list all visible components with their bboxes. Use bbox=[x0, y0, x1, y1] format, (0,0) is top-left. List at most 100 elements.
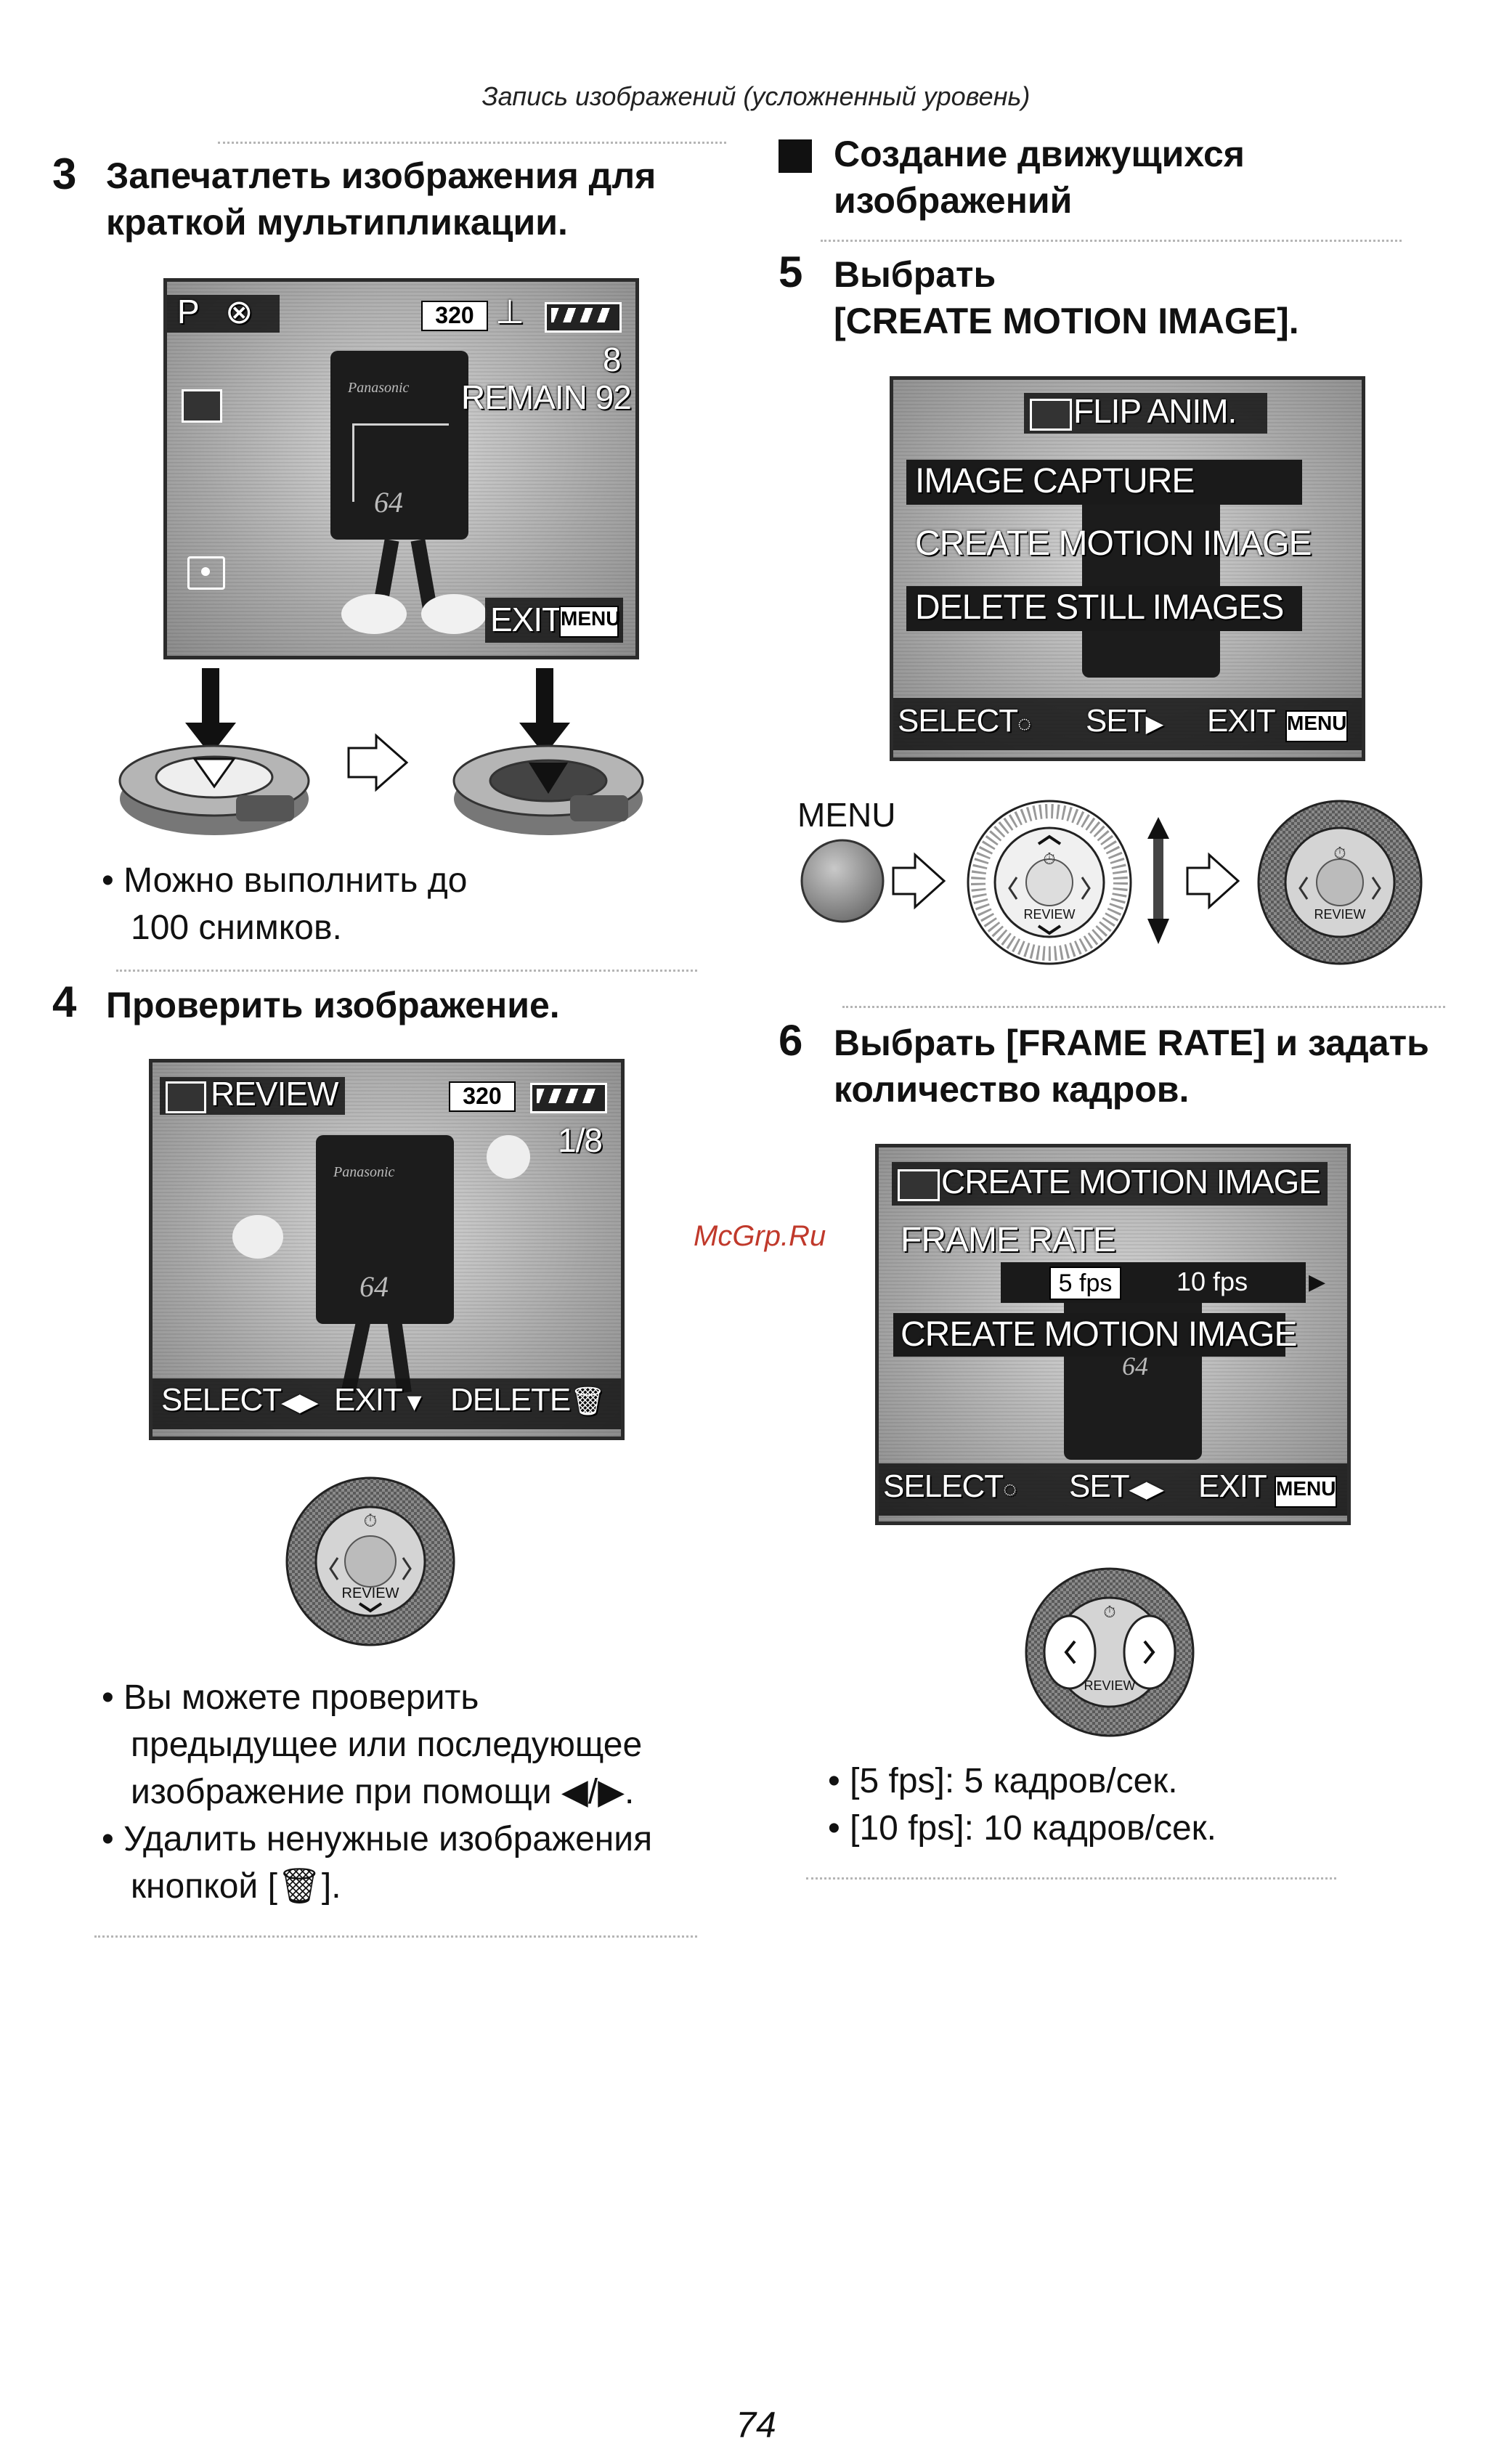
exit-label: EXIT bbox=[1198, 1468, 1267, 1504]
camera-screen-create-motion-image: 64 CREATE MOTION IMAGE FRAME RATE 5 fps … bbox=[875, 1144, 1351, 1525]
flip-anim-icon bbox=[898, 1169, 940, 1201]
arrow-right-icon bbox=[892, 852, 946, 910]
fps-option-10[interactable]: 10 fps bbox=[1176, 1267, 1248, 1296]
step-3-number: 3 bbox=[52, 150, 77, 198]
step-6-title-line1: Выбрать [FRAME RATE] и задать bbox=[834, 1023, 1429, 1063]
svg-text:REVIEW: REVIEW bbox=[1084, 1678, 1135, 1693]
right-arrow-icon: ▶ bbox=[1309, 1270, 1326, 1294]
resolution-badge: 320 bbox=[449, 1081, 516, 1112]
step-3-title-line1: Запечатлеть изображения для bbox=[106, 155, 657, 196]
step-6-number: 6 bbox=[779, 1016, 803, 1065]
section-marker bbox=[779, 139, 812, 173]
camera-screen-capture: Panasonic 64 P ⊗ 320 ⊥ 8 REMAIN 92 EXIT … bbox=[163, 278, 639, 659]
arrow-right-icon bbox=[1186, 852, 1240, 910]
right-bottom-divider bbox=[806, 1877, 1336, 1880]
control-dial-up: ⏱ REVIEW bbox=[1257, 800, 1423, 965]
exit-label: EXIT▼ bbox=[334, 1382, 426, 1418]
flash-off-icon: ⊗ bbox=[225, 293, 253, 330]
page-header: Запись изображений (усложненный уровень) bbox=[481, 81, 1031, 111]
step-5-title-line2: [CREATE MOTION IMAGE]. bbox=[834, 301, 1299, 341]
svg-text:⏱: ⏱ bbox=[364, 1511, 378, 1531]
shots-count: 8 bbox=[603, 341, 622, 378]
select-label: SELECT◌ bbox=[898, 703, 1031, 739]
control-dial-up-down: ⏱ REVIEW bbox=[967, 800, 1132, 965]
dial-review-label: REVIEW bbox=[342, 1585, 399, 1601]
camera-screen-review: Panasonic 64 REVIEW 320 1/8 SELECT◀▶ EXI… bbox=[149, 1059, 625, 1440]
step-4-bullet1-line2: предыдущее или последующее bbox=[131, 1726, 643, 1764]
remain-count: REMAIN 92 bbox=[461, 378, 632, 416]
step-6-bullet1: • [5 fps]: 5 кадров/сек. bbox=[828, 1762, 1178, 1800]
header-divider bbox=[218, 142, 726, 144]
menu-dial-sequence: ⏱ REVIEW ⏱ REVIEW bbox=[800, 800, 1423, 965]
menu-item-delete-still-images[interactable]: DELETE STILL IMAGES bbox=[915, 588, 1284, 627]
menu-item-create-motion-image[interactable]: CREATE MOTION IMAGE bbox=[915, 524, 1312, 563]
step-4-number: 4 bbox=[52, 978, 77, 1026]
step-4-bullet1-line3: изображение при помощи ◀/▶. bbox=[131, 1773, 635, 1811]
set-label: SET▶ bbox=[1086, 703, 1163, 739]
battery-icon bbox=[545, 302, 622, 333]
step-3-bullet-line1: • Можно выполнить до bbox=[102, 861, 468, 900]
menu-item-image-capture[interactable]: IMAGE CAPTURE bbox=[915, 462, 1195, 500]
metering-icon bbox=[187, 556, 225, 590]
shutter-press-diagram bbox=[118, 668, 644, 835]
svg-text:REVIEW: REVIEW bbox=[1023, 907, 1075, 922]
exit-label: EXIT bbox=[490, 601, 562, 638]
step-5-title-line1: Выбрать bbox=[834, 254, 996, 295]
flip-anim-icon bbox=[182, 389, 222, 423]
review-title: REVIEW bbox=[211, 1075, 338, 1113]
battery-icon bbox=[530, 1083, 607, 1113]
shutter-full-press-icon bbox=[452, 668, 644, 835]
svg-text:⏱: ⏱ bbox=[1333, 845, 1346, 863]
resolution-badge: 320 bbox=[421, 301, 488, 331]
select-label: SELECT◀▶ bbox=[161, 1382, 318, 1418]
shutter-half-press-icon bbox=[118, 668, 310, 835]
menu-button-icon bbox=[800, 839, 885, 923]
focus-frame bbox=[352, 423, 449, 502]
watermark: McGrp.Ru bbox=[694, 1220, 826, 1252]
svg-text:⏱: ⏱ bbox=[1103, 1604, 1115, 1622]
step-4-bullet2-line1: • Удалить ненужные изображения bbox=[102, 1820, 653, 1858]
screen-title: CREATE MOTION IMAGE bbox=[941, 1163, 1321, 1200]
flip-anim-icon bbox=[166, 1081, 206, 1113]
step-6-title-line2: количество кадров. bbox=[834, 1069, 1190, 1110]
menu-item-create-motion-image[interactable]: CREATE MOTION IMAGE bbox=[901, 1315, 1297, 1354]
menu-tag: MENU bbox=[1285, 710, 1348, 742]
camera-screen-flip-anim-menu: FLIP ANIM. IMAGE CAPTURE CREATE MOTION I… bbox=[890, 376, 1365, 761]
mode-indicator: P bbox=[177, 293, 200, 330]
section-title-line2: изображений bbox=[834, 180, 1073, 221]
exit-label: EXIT bbox=[1207, 703, 1276, 739]
step-6-bullet2: • [10 fps]: 10 кадров/сек. bbox=[828, 1809, 1216, 1848]
fps-option-5[interactable]: 5 fps bbox=[1049, 1267, 1121, 1300]
section-divider bbox=[821, 240, 1402, 242]
step-3-title-line2: краткой мультипликации. bbox=[106, 202, 568, 243]
stabilizer-icon: ⊥ bbox=[495, 293, 524, 330]
menu-title: FLIP ANIM. bbox=[1073, 392, 1237, 430]
trash-icon: 🗑 bbox=[570, 1386, 605, 1417]
control-dial-down: ⏱ REVIEW bbox=[285, 1476, 455, 1646]
delete-label: DELETE🗑 bbox=[450, 1382, 605, 1418]
arrow-right-icon bbox=[347, 733, 409, 792]
menu-tag: MENU bbox=[1275, 1476, 1337, 1508]
step-4-title: Проверить изображение. bbox=[106, 985, 560, 1025]
step-3-bullet-line2: 100 снимков. bbox=[131, 909, 342, 947]
step-4-bullet1-line1: • Вы можете проверить bbox=[102, 1678, 479, 1717]
step-4-bullet2-line2: кнопкой [🗑]. bbox=[131, 1867, 341, 1906]
menu-button-label: MENU bbox=[797, 796, 896, 834]
frame-rate-label: FRAME RATE bbox=[901, 1221, 1116, 1259]
step-5-number: 5 bbox=[779, 248, 803, 296]
left-bottom-divider bbox=[94, 1935, 697, 1938]
frame-counter: 1/8 bbox=[558, 1121, 603, 1159]
sd-card-figure: Panasonic 64 bbox=[316, 1135, 454, 1324]
page-number: 74 bbox=[736, 2405, 776, 2445]
up-down-arrow-icon bbox=[1147, 817, 1169, 944]
step-5-divider bbox=[842, 1006, 1445, 1008]
flip-anim-icon bbox=[1030, 399, 1072, 431]
select-label: SELECT◌ bbox=[883, 1468, 1017, 1504]
svg-text:REVIEW: REVIEW bbox=[1314, 907, 1365, 922]
set-label: SET◀▶ bbox=[1069, 1468, 1164, 1504]
section-title-line1: Создание движущихся bbox=[834, 134, 1245, 174]
control-dial-left-right: ⏱ REVIEW bbox=[1025, 1567, 1195, 1737]
svg-text:⏱: ⏱ bbox=[1043, 850, 1055, 869]
menu-tag: MENU bbox=[559, 606, 620, 638]
step-3-divider bbox=[116, 970, 697, 972]
